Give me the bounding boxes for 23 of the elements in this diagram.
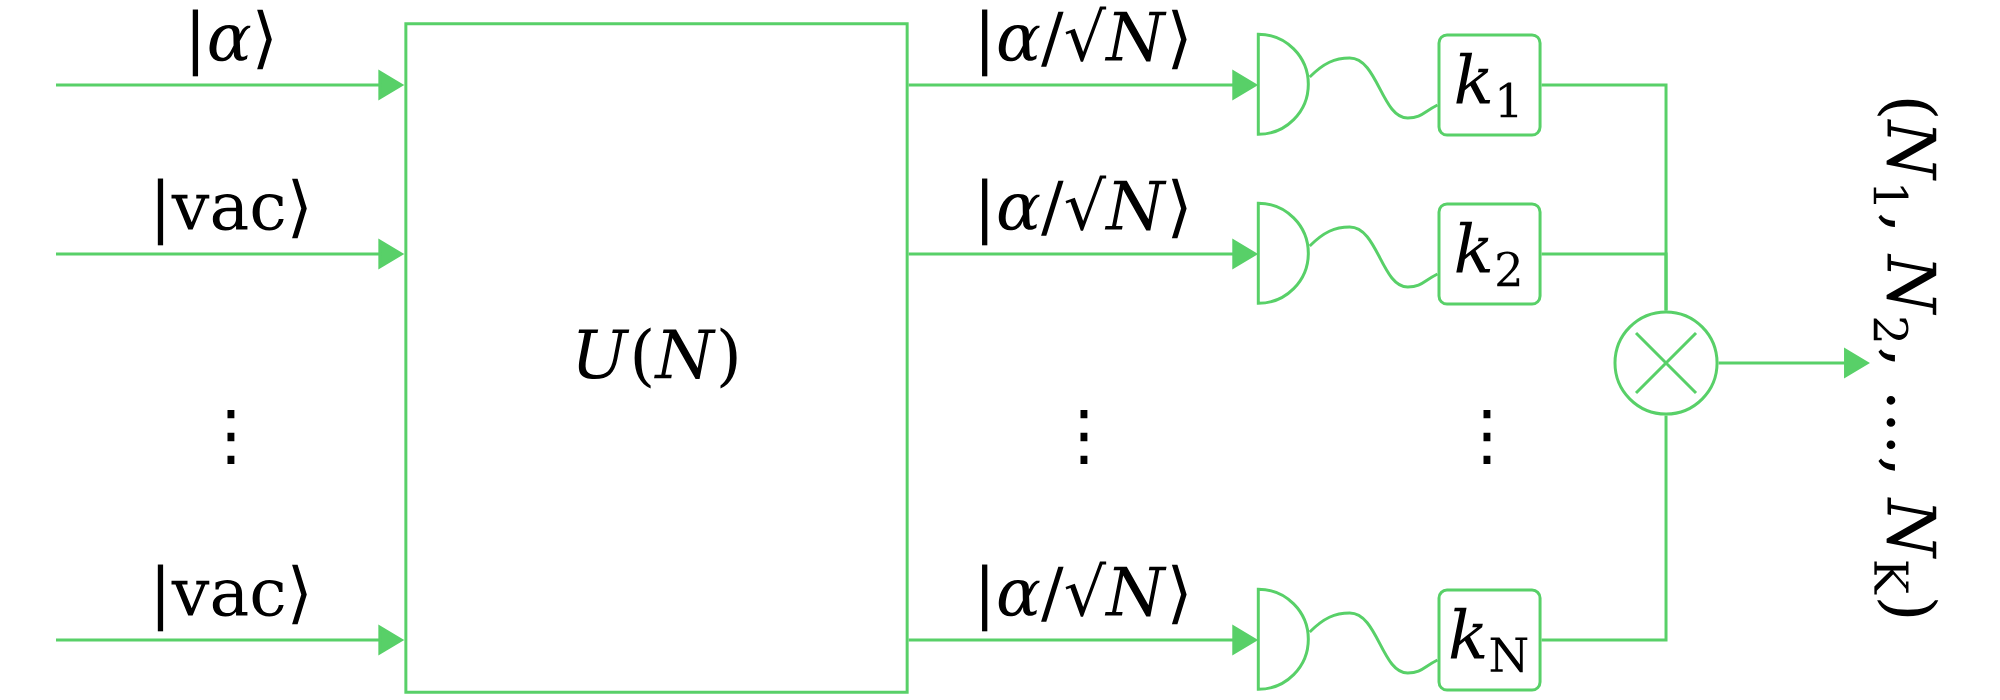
wavy-line <box>1308 56 1439 120</box>
label-box: k$_{N}$ <box>1437 588 1542 692</box>
detector-symbol <box>1256 201 1310 305</box>
connector-line <box>1541 252 1668 311</box>
edge-label: |α/√N⟩ <box>982 561 1187 632</box>
edge-label: |vac⟩ <box>157 178 307 246</box>
wavy-line <box>1308 611 1439 675</box>
edge-label: |vac⟩ <box>157 564 307 632</box>
connector-line <box>1541 415 1668 642</box>
label-box: k$_{2}$ <box>1437 202 1542 306</box>
wavy-line <box>1308 225 1439 289</box>
edge-label: |α/√N⟩ <box>982 6 1187 77</box>
edge-label: |α/√N⟩ <box>982 175 1187 246</box>
vertical-dots: ⋮ <box>1080 410 1088 464</box>
output-label: (N$_{1}$, N$_{2}$, …, N$_{K}$) <box>1873 99 1939 617</box>
cross-circle <box>1613 310 1719 416</box>
detector-symbol <box>1256 32 1310 136</box>
vertical-dots: ⋮ <box>227 410 235 464</box>
label-box: k$_{1}$ <box>1437 33 1542 137</box>
vertical-dots: ⋮ <box>1483 410 1491 464</box>
detector-symbol <box>1256 587 1310 691</box>
edge-label: |α⟩ <box>192 9 272 77</box>
operator-box: U(N) <box>404 22 909 694</box>
